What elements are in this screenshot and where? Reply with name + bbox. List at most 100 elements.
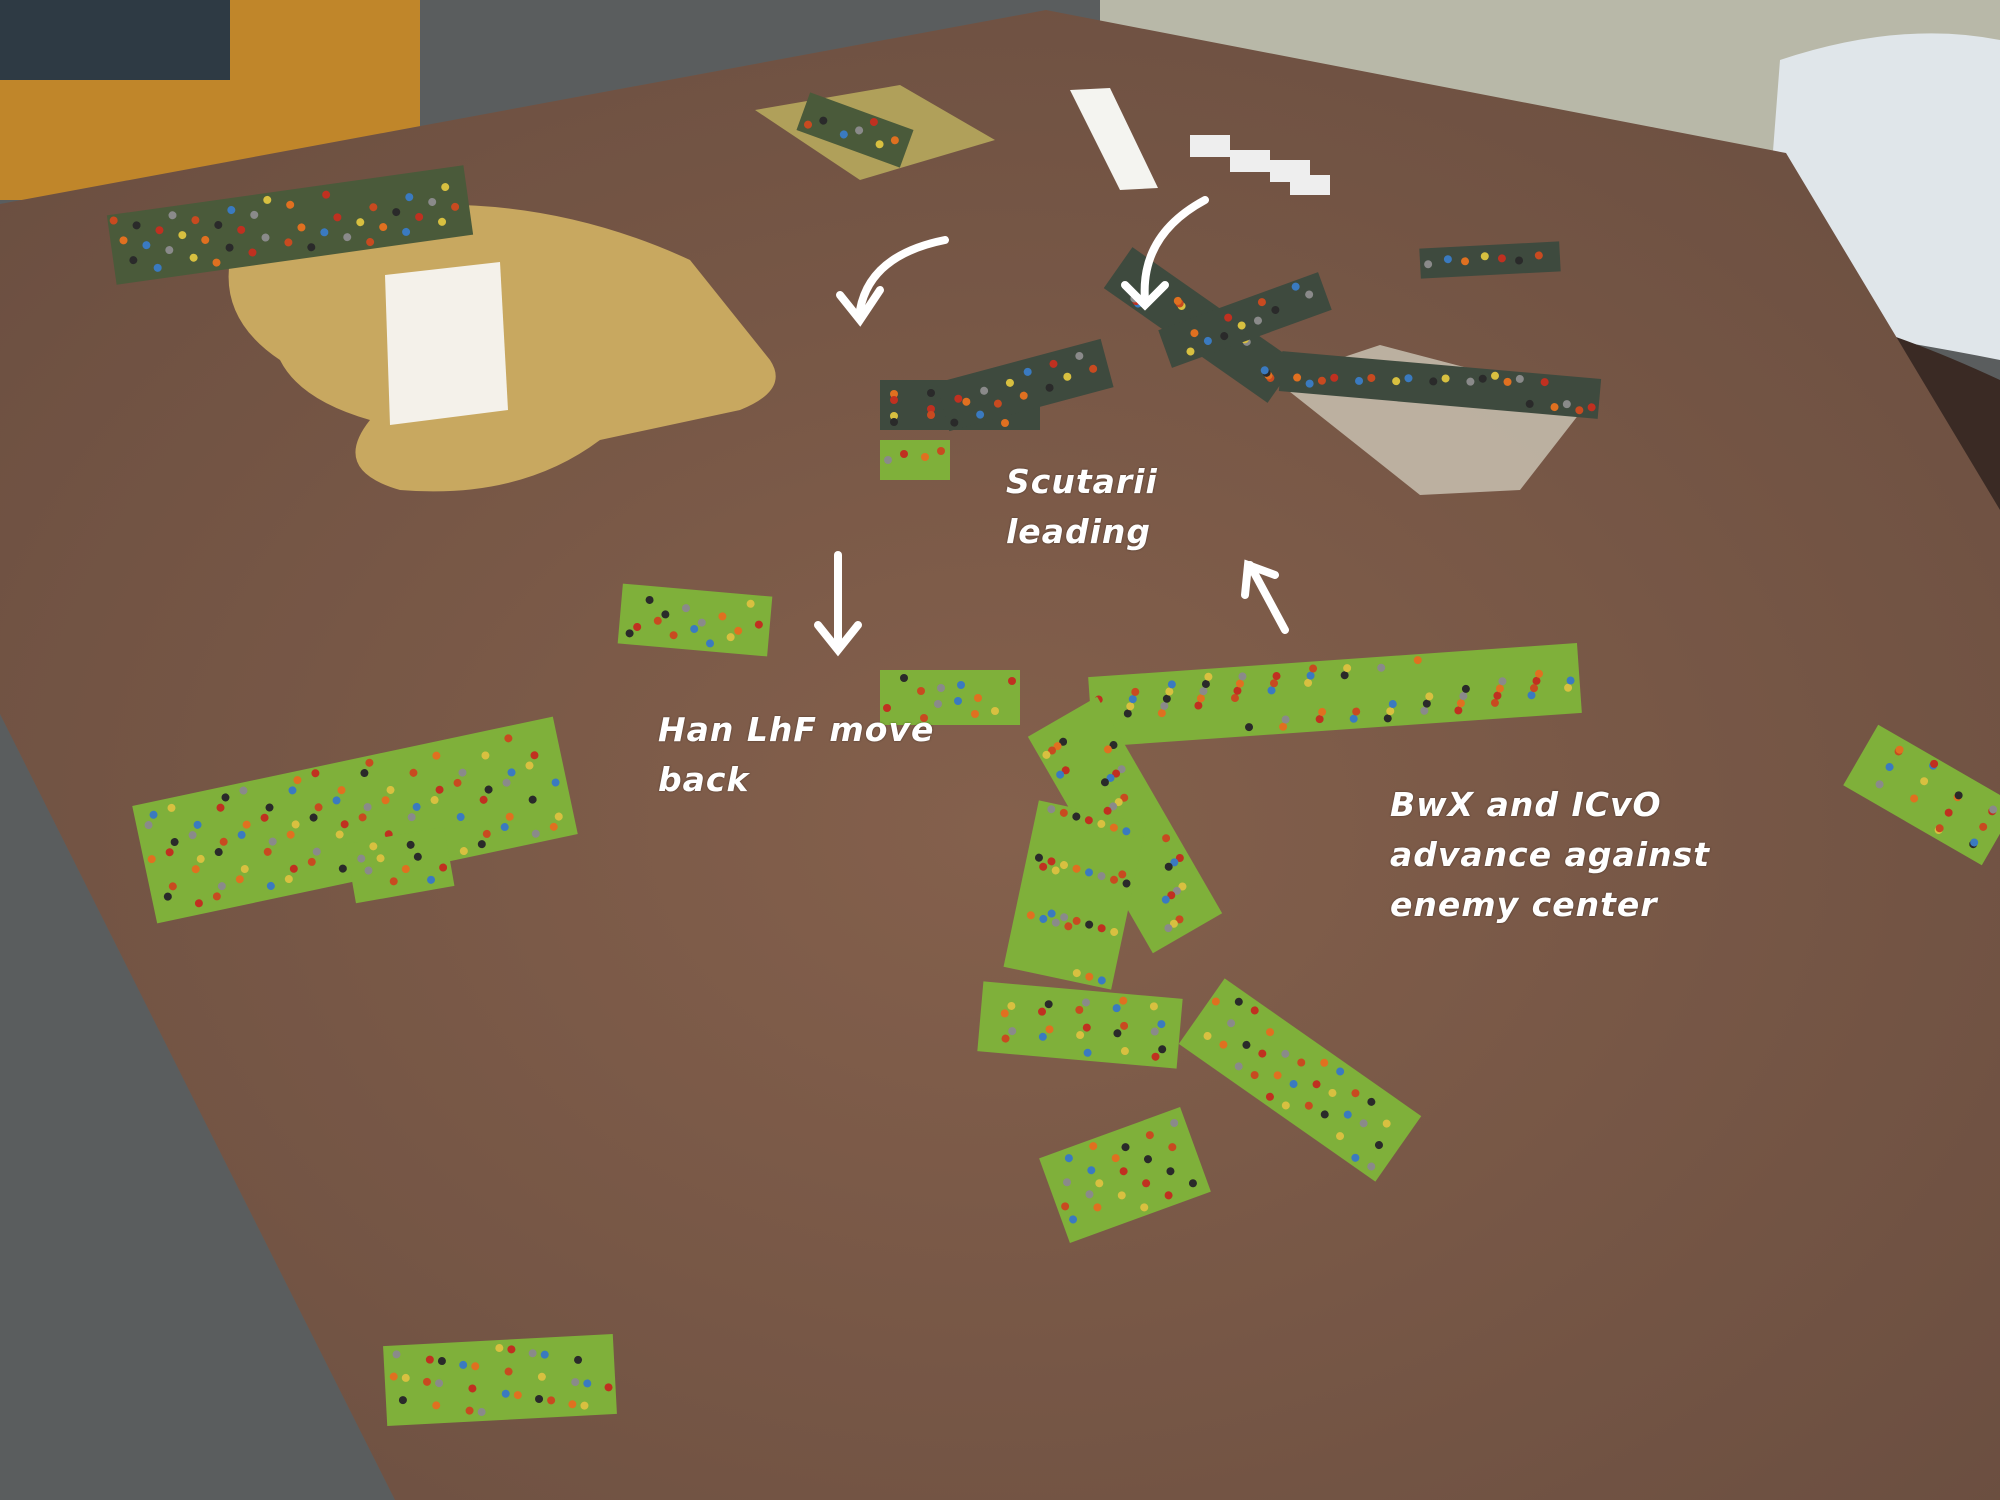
miniature-figure xyxy=(1089,1142,1098,1151)
miniature-figure xyxy=(991,707,999,715)
miniature-figure xyxy=(950,418,959,427)
arrow-advance xyxy=(1246,561,1289,634)
miniature-figure xyxy=(1503,377,1512,386)
miniature-figure xyxy=(583,1379,592,1388)
miniature-figure xyxy=(459,1360,468,1369)
miniature-figure xyxy=(1162,834,1171,843)
miniature-figure xyxy=(1235,679,1244,688)
miniature-figure xyxy=(1203,336,1212,345)
miniature-figure xyxy=(1047,746,1056,755)
miniature-figure xyxy=(1039,862,1048,871)
miniature-figure xyxy=(580,1401,589,1410)
miniature-figure xyxy=(1328,1088,1337,1097)
miniature-figure xyxy=(338,864,347,873)
miniature-figure xyxy=(402,227,411,236)
miniature-figure xyxy=(291,820,300,829)
miniature-figure xyxy=(962,397,971,406)
miniature-figure xyxy=(1260,366,1269,375)
miniature-figure xyxy=(804,120,813,129)
miniature-figure xyxy=(212,258,221,267)
miniature-figure xyxy=(1383,714,1392,723)
miniature-figure xyxy=(1175,915,1184,924)
miniature-figure xyxy=(1349,714,1358,723)
miniature-figure xyxy=(1234,1062,1243,1071)
miniature-figure xyxy=(1061,766,1070,775)
miniature-figure xyxy=(1075,351,1084,360)
miniature-figure xyxy=(422,1377,431,1386)
miniature-figure xyxy=(405,193,414,202)
miniature-figure xyxy=(1270,679,1279,688)
miniature-figure xyxy=(1023,367,1032,376)
miniature-figure xyxy=(430,796,439,805)
miniature-figure xyxy=(1123,709,1132,718)
miniature-figure xyxy=(706,639,715,648)
miniature-unit xyxy=(1003,800,1147,990)
miniature-figure xyxy=(340,820,349,829)
miniature-unit xyxy=(617,583,773,657)
miniature-figure xyxy=(1167,891,1176,900)
miniature-figure xyxy=(1109,802,1118,811)
miniature-figure xyxy=(754,620,763,629)
miniature-figure xyxy=(1122,879,1131,888)
miniature-figure xyxy=(155,226,164,235)
miniature-figure xyxy=(1233,686,1242,695)
miniature-units xyxy=(106,92,2000,1426)
miniature-figure xyxy=(1049,359,1058,368)
miniature-figure xyxy=(1367,373,1376,382)
miniature-figure xyxy=(1110,927,1119,936)
miniature-figure xyxy=(1109,823,1118,832)
miniature-figure xyxy=(513,1391,522,1400)
miniature-figure xyxy=(289,864,298,873)
miniature-figure xyxy=(376,854,385,863)
miniature-unit xyxy=(345,826,455,904)
miniature-figure xyxy=(1466,377,1475,386)
miniature-figure xyxy=(1935,824,1944,833)
miniature-figure xyxy=(1355,376,1364,385)
miniature-figure xyxy=(1454,706,1463,715)
miniature-figure xyxy=(167,803,176,812)
miniature-figure xyxy=(917,687,925,695)
miniature-figure xyxy=(1126,702,1135,711)
miniature-figure xyxy=(237,830,246,839)
miniature-figure xyxy=(604,1383,613,1392)
miniature-figure xyxy=(681,604,690,613)
miniature-figure xyxy=(119,236,128,245)
miniature-figure xyxy=(1103,745,1112,754)
miniature-figure xyxy=(1281,1101,1290,1110)
miniature-figure xyxy=(502,778,511,787)
miniature-figure xyxy=(1062,1178,1071,1187)
miniature-figure xyxy=(1258,1049,1267,1058)
miniature-figure xyxy=(1186,347,1195,356)
miniature-figure xyxy=(468,1384,477,1393)
miniature-figure xyxy=(883,704,891,712)
miniature-figure xyxy=(248,248,257,257)
miniature-figure xyxy=(1253,316,1262,325)
miniature-figure xyxy=(1008,1027,1017,1036)
miniature-figure xyxy=(1122,827,1131,836)
miniature-figure xyxy=(365,758,374,767)
miniature-figure xyxy=(1525,399,1534,408)
miniature-figure xyxy=(1388,699,1397,708)
miniature-figure xyxy=(437,1357,446,1366)
miniature-figure xyxy=(690,624,699,633)
miniature-figure xyxy=(451,202,460,211)
miniature-figure xyxy=(216,803,225,812)
miniature-figure xyxy=(1121,1143,1130,1152)
miniature-figure xyxy=(734,626,743,635)
miniature-figure xyxy=(407,813,416,822)
miniature-figure xyxy=(1297,1058,1306,1067)
miniature-figure xyxy=(554,812,563,821)
miniature-figure xyxy=(1534,251,1543,260)
miniature-figure xyxy=(484,785,493,794)
miniature-figure xyxy=(1273,1071,1282,1080)
miniature-figure xyxy=(1271,305,1280,314)
miniature-figure xyxy=(242,820,251,829)
miniature-figure xyxy=(1291,282,1300,291)
miniature-figure xyxy=(1227,1019,1236,1028)
miniature-figure xyxy=(954,697,962,705)
miniature-figure xyxy=(957,681,965,689)
miniature-figure xyxy=(1199,687,1208,696)
miniature-figure xyxy=(239,786,248,795)
miniature-figure xyxy=(974,694,982,702)
miniature-figure xyxy=(954,394,963,403)
